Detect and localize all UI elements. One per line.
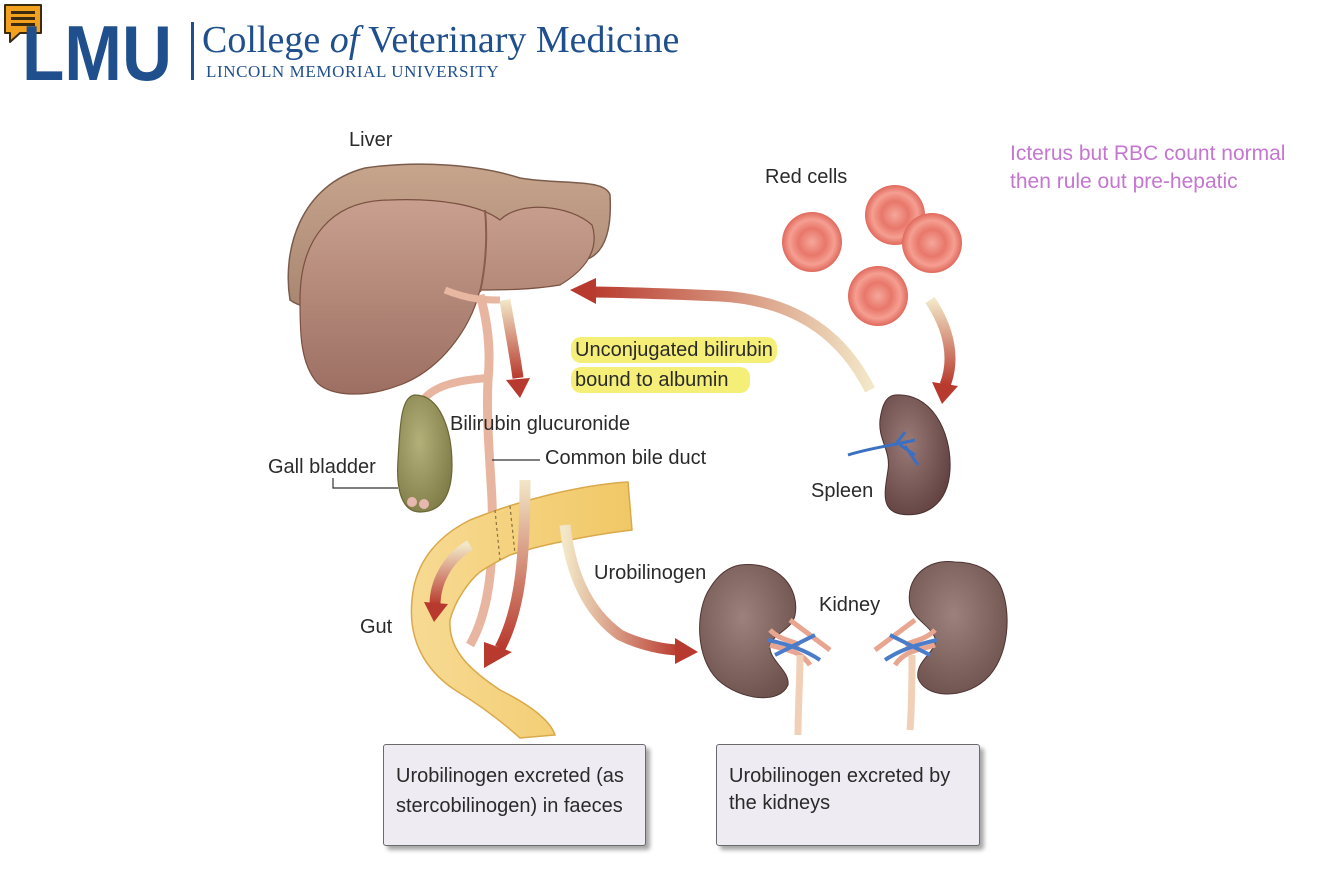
liver-organ bbox=[287, 163, 612, 395]
lmu-logo: LMU College of Veterinary Medicine LINCO… bbox=[22, 14, 679, 86]
box-faeces-line1: Urobilinogen excreted (as bbox=[396, 765, 624, 787]
label-unconjugated-1: Unconjugated bilirubin bbox=[571, 337, 777, 363]
svg-text:College of Veterinary: College of Veterinary Medicine bbox=[202, 19, 679, 61]
pathway-arrows bbox=[424, 278, 958, 668]
label-liver: Liver bbox=[349, 129, 393, 151]
box-kidney-excretion: Urobilinogen excreted by the kidneys bbox=[716, 744, 980, 846]
box-kidney-line1: Urobilinogen excreted by bbox=[729, 765, 951, 787]
label-gall-bladder: Gall bladder bbox=[268, 456, 376, 478]
annotation-note-line2: then rule out pre-hepatic bbox=[1010, 170, 1238, 193]
university-name: LINCOLN MEMORIAL UNIVERSITY bbox=[206, 62, 499, 81]
annotation-note-line1: Icterus but RBC count normal bbox=[1010, 142, 1286, 165]
box-faeces-line2: stercobilinogen) in faeces bbox=[396, 795, 623, 817]
gall-bladder-organ bbox=[397, 394, 453, 513]
spleen-organ bbox=[847, 394, 951, 516]
label-unconjugated-2: bound to albumin bbox=[571, 367, 751, 393]
label-red-cells: Red cells bbox=[765, 166, 848, 188]
annotation-note: Icterus but RBC count normal then rule o… bbox=[1010, 140, 1285, 196]
college-word: College bbox=[202, 19, 320, 61]
box-faeces-excretion: Urobilinogen excreted (as stercobilinoge… bbox=[383, 744, 646, 846]
label-kidney: Kidney bbox=[819, 594, 881, 616]
leader-lines bbox=[332, 459, 540, 489]
logo-letters: LMU bbox=[22, 14, 172, 86]
label-bilirubin-glucuronide: Bilirubin glucuronide bbox=[450, 413, 631, 435]
label-common-bile-duct: Common bile duct bbox=[545, 447, 707, 469]
label-urobilinogen: Urobilinogen bbox=[594, 562, 707, 584]
highlight-unconjugated-2: bound to albumin bbox=[571, 367, 751, 393]
logo-divider bbox=[191, 22, 194, 80]
of-word: of bbox=[330, 19, 364, 61]
comment-icon[interactable] bbox=[2, 2, 44, 44]
highlight-unconjugated-1: Unconjugated bilirubin bbox=[571, 337, 777, 363]
kidneys bbox=[699, 561, 1008, 736]
vet-med-words: Veterinary Medicine bbox=[368, 19, 679, 61]
label-gut: Gut bbox=[360, 616, 393, 638]
label-spleen: Spleen bbox=[811, 480, 874, 502]
box-kidney-line2: the kidneys bbox=[729, 792, 831, 814]
red-blood-cells bbox=[782, 185, 962, 326]
